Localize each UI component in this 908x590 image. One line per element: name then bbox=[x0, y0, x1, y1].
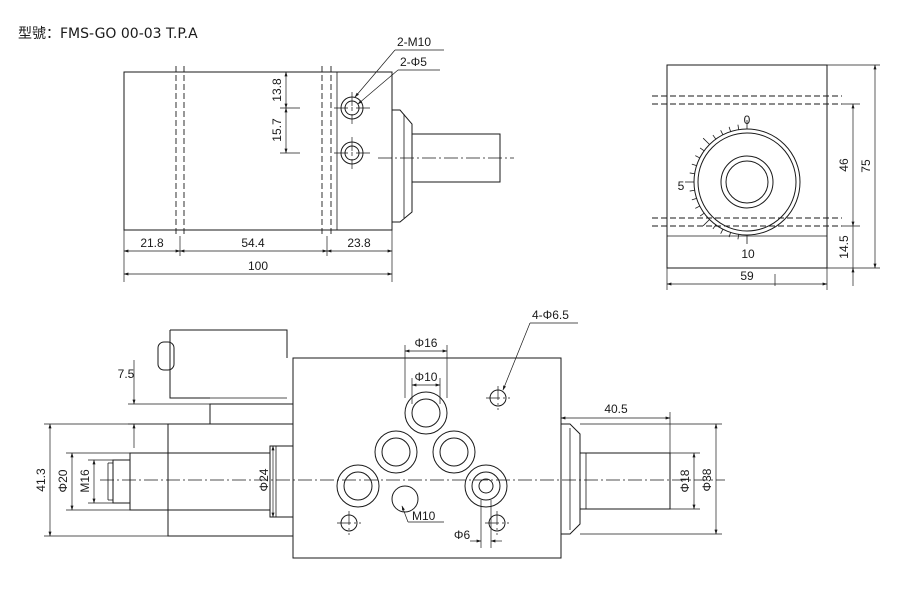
dim-phi10: Φ10 bbox=[415, 370, 438, 384]
dial-tick bbox=[702, 219, 710, 227]
mounting-holes bbox=[337, 386, 510, 535]
dial-tick bbox=[695, 205, 700, 209]
front-knob-flange bbox=[561, 423, 581, 535]
top-port-lower bbox=[334, 137, 370, 169]
label-2-m10: 2-M10 bbox=[397, 35, 431, 49]
solenoid-base bbox=[209, 403, 294, 425]
dim-59: 59 bbox=[740, 269, 754, 283]
dial-tick bbox=[712, 134, 717, 140]
solenoid-tube bbox=[129, 452, 271, 511]
dial-tick bbox=[720, 130, 724, 135]
model-title: 型號：FMS-GO 00-03 T.P.A bbox=[18, 26, 198, 42]
front-view: Φ16 Φ10 4-Φ6.5 M10 Φ6 7.5 41.3 bbox=[34, 308, 725, 559]
front-body-outline bbox=[292, 357, 562, 559]
dial-tick bbox=[699, 147, 705, 152]
dim-23-8: 23.8 bbox=[347, 236, 371, 250]
solenoid-flange bbox=[269, 445, 294, 518]
label-m10: M10 bbox=[412, 509, 436, 523]
dim-phi6: Φ6 bbox=[454, 528, 471, 542]
top-body-outline bbox=[123, 71, 393, 231]
top-view: 13.8 15.7 2-M10 2-Φ5 21.8 54.4 23.8 100 bbox=[123, 35, 514, 282]
adjust-dial: 0 5 10 bbox=[678, 113, 801, 261]
solenoid-coil-outline bbox=[170, 329, 288, 358]
port-left bbox=[336, 464, 380, 508]
dial-tick bbox=[712, 224, 717, 230]
solenoid-tube-housing bbox=[167, 423, 294, 537]
dial-mark-10: 10 bbox=[741, 247, 755, 261]
dim-phi18: Φ18 bbox=[678, 469, 692, 492]
dim-41-3: 41.3 bbox=[34, 468, 48, 492]
dial-tick bbox=[728, 232, 732, 238]
dim-phi20: Φ20 bbox=[56, 469, 70, 492]
side-view: 0 5 10 75 46 14.5 59 bbox=[652, 64, 880, 290]
port-mid-left bbox=[374, 430, 418, 474]
dial-tick bbox=[691, 197, 697, 201]
dial-mark-0: 0 bbox=[744, 113, 751, 127]
dial-tick bbox=[702, 137, 710, 145]
side-body-outline bbox=[666, 64, 828, 269]
port-right bbox=[464, 464, 508, 508]
dim-100: 100 bbox=[248, 259, 268, 273]
label-2-phi5: 2-Φ5 bbox=[400, 55, 427, 69]
port-mid-right bbox=[432, 430, 476, 474]
dim-40-5: 40.5 bbox=[604, 402, 628, 416]
dim-15-7: 15.7 bbox=[270, 118, 284, 142]
port-m10 bbox=[391, 485, 419, 513]
dim-m16: M16 bbox=[78, 469, 92, 493]
dim-phi38: Φ38 bbox=[700, 468, 714, 491]
dial-tick bbox=[699, 212, 705, 217]
dim-phi16: Φ16 bbox=[415, 336, 438, 350]
top-knob-flange bbox=[392, 109, 413, 223]
dial-mark-5: 5 bbox=[678, 179, 685, 193]
port-top bbox=[404, 391, 448, 435]
dim-13-8: 13.8 bbox=[270, 78, 284, 102]
dial-tick bbox=[691, 163, 697, 167]
dial-tick bbox=[695, 155, 700, 159]
dim-21-8: 21.8 bbox=[140, 236, 164, 250]
dim-46: 46 bbox=[837, 158, 851, 172]
dim-7-5: 7.5 bbox=[118, 367, 135, 381]
dial-tick bbox=[737, 124, 740, 130]
top-port-upper bbox=[334, 92, 370, 124]
dim-phi24: Φ24 bbox=[257, 468, 271, 491]
solenoid-connector bbox=[157, 341, 175, 371]
dim-54-4: 54.4 bbox=[241, 236, 265, 250]
dial-tick bbox=[720, 229, 724, 234]
dial-tick bbox=[689, 172, 695, 175]
solenoid-nut bbox=[112, 459, 131, 504]
dim-75: 75 bbox=[859, 159, 873, 173]
front-knob-shaft bbox=[579, 452, 671, 510]
dim-14-5: 14.5 bbox=[837, 235, 851, 259]
dial-tick bbox=[728, 126, 732, 132]
label-4-phi6-5: 4-Φ6.5 bbox=[532, 308, 569, 322]
dial-tick bbox=[689, 189, 695, 192]
dial-tick bbox=[737, 234, 740, 240]
